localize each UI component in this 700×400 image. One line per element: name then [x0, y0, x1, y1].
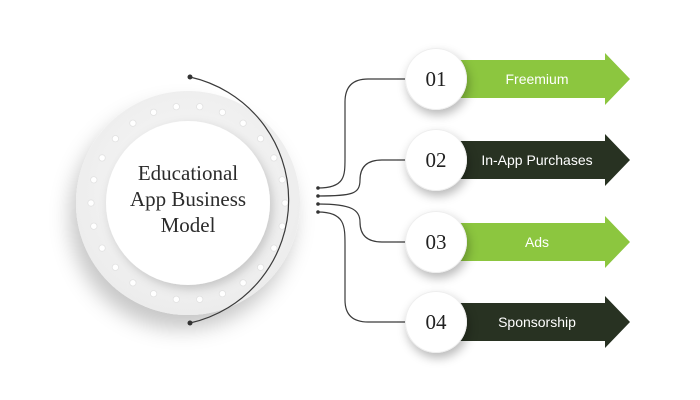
connector-02 — [317, 159, 410, 197]
ring-dot — [196, 295, 204, 303]
ring-dot — [111, 263, 120, 271]
step-04: Sponsorship 04 — [405, 291, 630, 353]
ring-dot — [256, 263, 265, 271]
arc-end-dot — [187, 320, 193, 326]
ring-dot — [239, 119, 247, 127]
center-title-line-1: Educational — [137, 161, 239, 185]
step-04-number: 04 — [405, 291, 467, 353]
ring-dot — [270, 154, 278, 162]
ring-dot — [256, 135, 265, 143]
step-01-number: 01 — [405, 48, 467, 110]
step-01-label: Freemium — [505, 71, 569, 87]
ring-dot — [278, 222, 286, 230]
ring-dot — [270, 244, 278, 252]
ring-dot — [278, 176, 286, 184]
step-03: Ads 03 — [405, 211, 630, 273]
outer-arc — [189, 76, 290, 324]
ring-dot — [150, 108, 158, 116]
ring-dot — [172, 103, 180, 111]
step-01: Freemium 01 — [405, 48, 630, 110]
ring-dot — [218, 290, 226, 298]
step-02-number: 02 — [405, 129, 467, 191]
ring-dot — [218, 108, 226, 116]
ring-dot — [150, 290, 158, 298]
step-02: In-App Purchases 02 — [405, 129, 630, 191]
inner-disc — [106, 121, 270, 285]
center-title-line-2: App Business — [129, 187, 247, 211]
step-03-label: Ads — [524, 234, 550, 250]
ring-dot — [172, 295, 180, 303]
ring-dot — [98, 244, 106, 252]
step-03-arrow: Ads — [435, 216, 630, 268]
ring-dot — [111, 135, 120, 143]
ring-dot — [129, 119, 137, 127]
center-title-line-3: Model — [160, 213, 216, 237]
ring-dot — [196, 103, 204, 111]
step-03-number: 03 — [405, 211, 467, 273]
connectors — [317, 78, 410, 323]
step-01-arrow: Freemium — [435, 53, 630, 105]
connector-dots — [316, 186, 320, 214]
ring-dot — [98, 154, 106, 162]
step-04-arrow: Sponsorship — [435, 296, 630, 348]
connector-01 — [317, 78, 410, 189]
ring-dot — [90, 222, 98, 230]
ring-dots — [87, 103, 289, 303]
connector-04 — [317, 211, 410, 323]
arc-start-dot — [187, 74, 193, 80]
center-title: Educational App Business Model — [118, 160, 258, 238]
ring-dot — [87, 199, 95, 207]
step-04-label: Sponsorship — [498, 314, 576, 330]
step-02-arrow: In-App Purchases — [435, 134, 630, 186]
ring-dot — [90, 176, 98, 184]
connector-03 — [317, 203, 410, 243]
ring-dot — [239, 279, 247, 287]
ring-dot — [129, 279, 137, 287]
ring-dot — [281, 199, 289, 207]
step-02-label: In-App Purchases — [481, 152, 593, 168]
